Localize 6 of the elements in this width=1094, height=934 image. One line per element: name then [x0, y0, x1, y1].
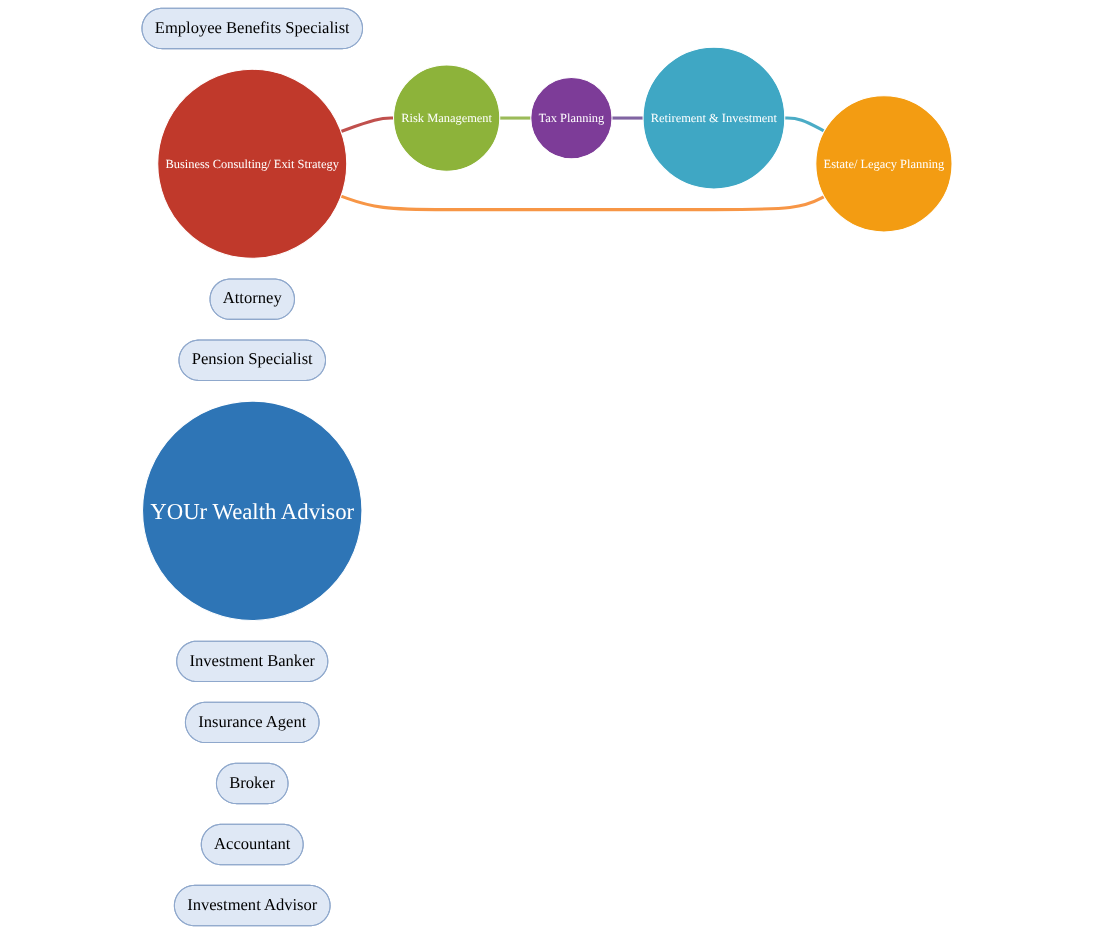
node-circle: YOUr Wealth Advisor [142, 400, 363, 621]
connector [612, 116, 644, 120]
connector [499, 116, 531, 120]
connector [340, 116, 394, 133]
connector [340, 194, 825, 212]
connector [784, 116, 825, 133]
